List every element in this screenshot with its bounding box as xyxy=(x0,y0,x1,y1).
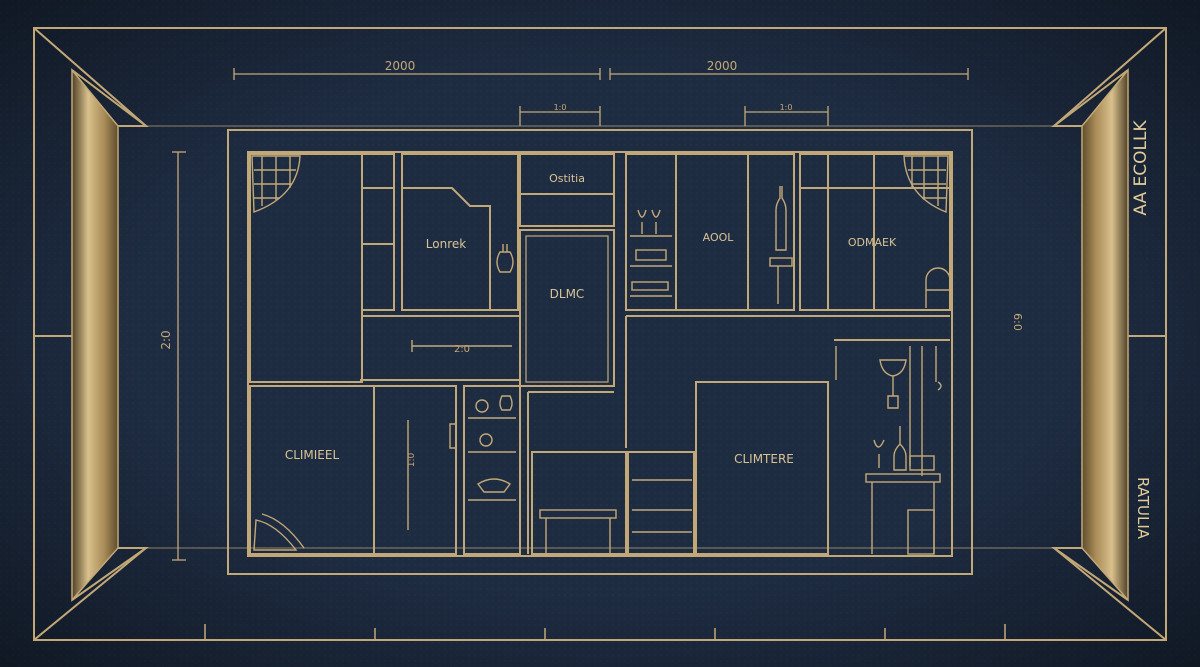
side-bar-trims xyxy=(71,69,1129,601)
dimension-left-vertical: 2:0 xyxy=(159,330,173,349)
dimension-door-left: 1:0 xyxy=(554,103,567,112)
top-dimension-lines xyxy=(233,68,969,126)
side-text-right-bottom: RATULIA xyxy=(1134,477,1152,540)
floor-plan-walls xyxy=(227,129,973,575)
left-gold-bar xyxy=(71,67,119,602)
room-label-kitchen: AOOL xyxy=(703,231,735,244)
room-label-top-center: Ostitia xyxy=(549,172,585,185)
room-label-right: ODMAEK xyxy=(848,236,897,249)
dimension-small-vertical: 1:0 xyxy=(407,452,417,467)
dimension-hall: 2:0 xyxy=(454,344,470,355)
dimension-right-vertical: 6:0 xyxy=(1011,313,1024,331)
left-dimension-line xyxy=(172,151,186,561)
dimension-top-right: 2000 xyxy=(707,59,738,73)
room-label-bottom-right: CLIMTERE xyxy=(734,452,794,466)
room-label-center: DLMC xyxy=(550,287,585,301)
dimension-top-left: 2000 xyxy=(385,59,416,73)
dimension-door-right: 1:0 xyxy=(780,103,793,112)
room-label-lounge: Lonrek xyxy=(426,237,466,251)
room-label-bottom-left: CLIMIEEL xyxy=(285,448,340,462)
right-gold-bar xyxy=(1081,67,1129,602)
bottom-ticks xyxy=(204,624,1006,640)
side-text-right-top: AA ECOLLK xyxy=(1131,120,1151,216)
furniture xyxy=(251,155,951,555)
